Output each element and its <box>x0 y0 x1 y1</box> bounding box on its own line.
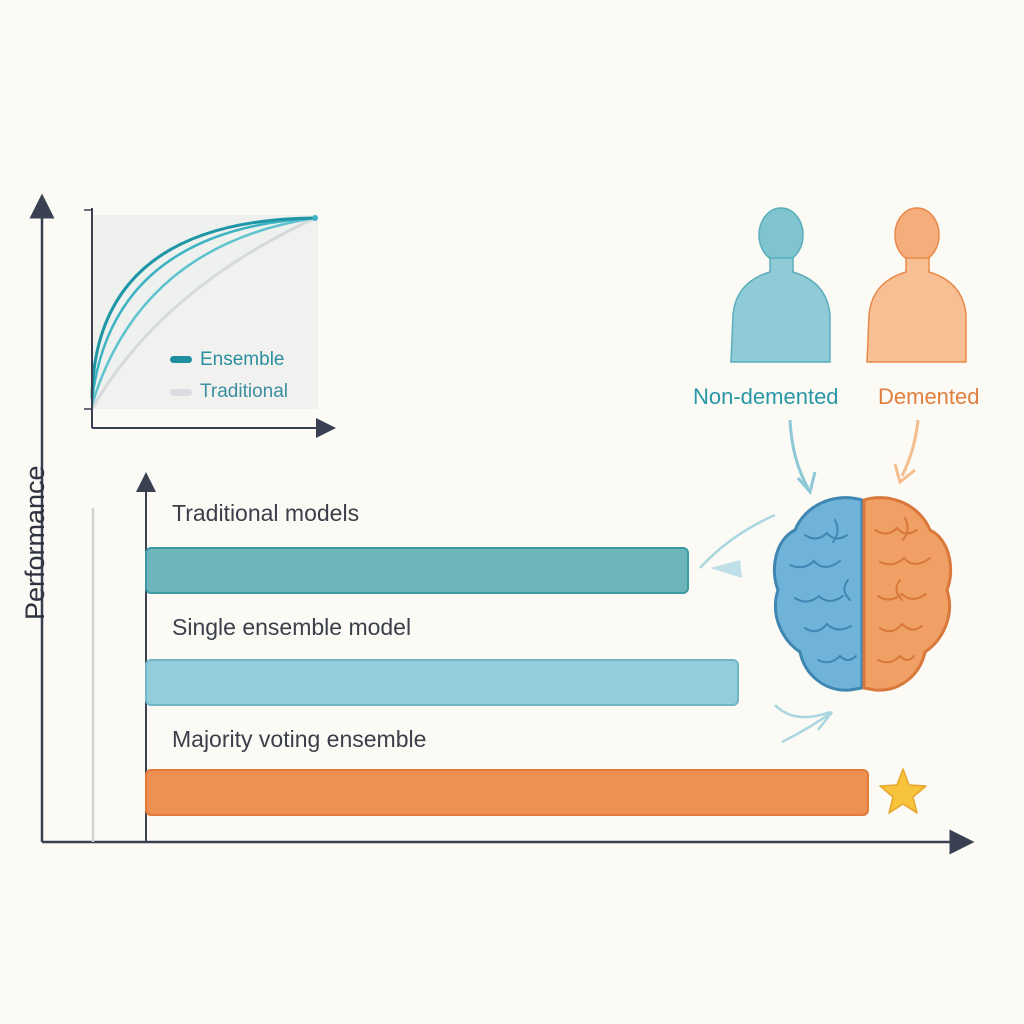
arrow-icon-to-bars <box>699 513 776 569</box>
roc-traditional-fill <box>92 220 318 409</box>
legend-label-ensemble: Ensemble <box>200 349 285 370</box>
star-icon <box>879 768 927 814</box>
arrow-icon-demented <box>900 419 920 477</box>
person-icon-non-demented <box>730 207 831 363</box>
brain-right-folds <box>874 517 931 664</box>
bar-traditional-models <box>145 547 689 594</box>
legend-label-traditional: Traditional <box>200 381 289 402</box>
roc-curve-2 <box>90 216 316 401</box>
arrow-icon-non-demented <box>788 419 810 489</box>
roc-ensemble-curve <box>90 216 316 399</box>
performance-axis-title: Performance <box>20 465 50 620</box>
bar-majority-voting-ensemble <box>145 769 869 816</box>
bar-label-traditional-models: Traditional models <box>172 500 360 526</box>
class-label-non-demented: Non-demented <box>693 384 839 409</box>
bar-single-ensemble-model <box>145 659 739 706</box>
brain-left-hemisphere <box>772 496 864 692</box>
roc-end-point <box>312 215 318 221</box>
arrowhead-demented <box>893 463 916 485</box>
arrowhead-to-bars <box>710 560 742 578</box>
brain-right-hemisphere <box>862 496 953 692</box>
brain-icon <box>772 496 953 692</box>
brain-left-folds <box>789 519 857 664</box>
bar-label-majority-voting-ensemble: Majority voting ensemble <box>172 726 427 752</box>
legend-swatch-ensemble <box>170 356 192 363</box>
person-icon-demented <box>866 207 967 363</box>
roc-traditional-curve <box>90 216 316 410</box>
legend-swatch-traditional <box>170 389 192 396</box>
bars <box>145 547 869 816</box>
arrowhead-from-bars <box>781 710 833 744</box>
bar-label-single-ensemble-model: Single ensemble model <box>172 614 412 640</box>
roc-curve-3 <box>90 216 316 406</box>
roc-inset <box>84 208 336 438</box>
class-label-demented: Demented <box>878 384 980 409</box>
arrowhead-non-demented <box>796 471 817 496</box>
arrow-icon-from-bars <box>774 704 831 719</box>
